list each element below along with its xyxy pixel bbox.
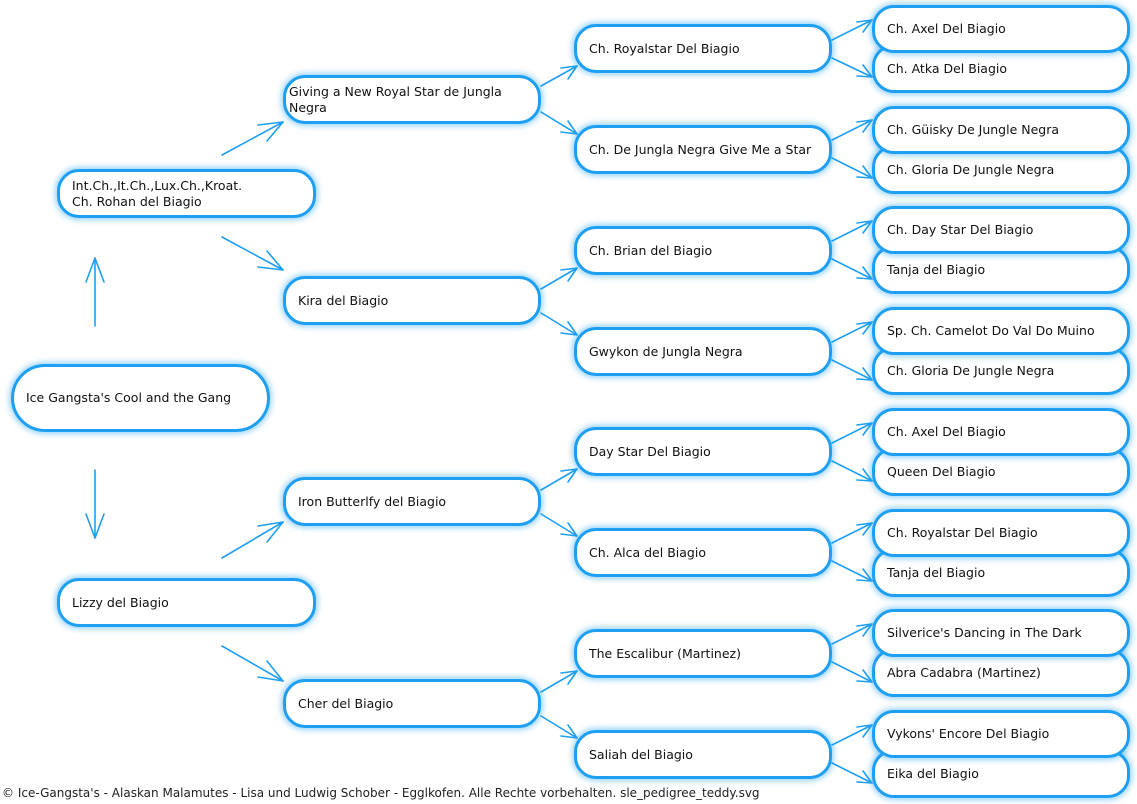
arrow-root-to-dam — [85, 469, 105, 539]
node-gen3-6: Ch. Alca del Biagio — [574, 528, 832, 577]
node-gen4-8-label: Ch. Gloria De Jungle Negra — [887, 362, 1055, 378]
node-gen4-15-label: Vykons' Encore Del Biagio — [887, 726, 1050, 741]
node-gen4-16-label: Eika del Biagio — [887, 765, 979, 781]
node-gen4-14-label: Abra Cadabra (Martinez) — [887, 664, 1041, 680]
arrows-gen3-to-gen4 — [831, 19, 873, 784]
node-dam-dam: Cher del Biagio — [283, 679, 541, 728]
node-gen3-5: Day Star Del Biagio — [574, 427, 832, 476]
node-gen3-1: Ch. Royalstar Del Biagio — [574, 24, 832, 73]
arrow-sire-to-sire-sire — [221, 121, 284, 156]
node-gen4-15: Vykons' Encore Del Biagio — [872, 710, 1130, 758]
node-sire-sire-label: Giving a New Royal Star de Jungla Negra — [289, 83, 502, 115]
node-gen4-3: Ch. Güisky De Jungle Negra — [872, 106, 1130, 154]
node-gen3-2: Ch. De Jungla Negra Give Me a Star — [574, 125, 832, 174]
node-gen4-2-label: Ch. Atka Del Biagio — [887, 60, 1008, 76]
node-gen3-3: Ch. Brian del Biagio — [574, 226, 832, 275]
node-gen3-7: The Escalibur (Martinez) — [574, 629, 832, 678]
node-gen3-5-label: Day Star Del Biagio — [589, 443, 711, 459]
node-dam: Lizzy del Biagio — [57, 578, 316, 627]
arrow-sire-to-sire-dam — [221, 236, 284, 271]
node-gen3-4-label: Gwykon de Jungla Negra — [589, 343, 743, 359]
node-sire-name: Ch. Rohan del Biagio — [72, 193, 202, 209]
node-gen4-13: Silverice's Dancing in The Dark — [872, 609, 1130, 657]
node-sire-title: Int.Ch.,It.Ch.,Lux.Ch.,Kroat. — [72, 177, 243, 193]
node-gen3-3-label: Ch. Brian del Biagio — [589, 242, 713, 258]
node-gen4-11-label: Ch. Royalstar Del Biagio — [887, 525, 1038, 540]
node-gen4-9: Ch. Axel Del Biagio — [872, 408, 1130, 456]
node-gen3-1-label: Ch. Royalstar Del Biagio — [589, 40, 740, 56]
node-gen4-1: Ch. Axel Del Biagio — [872, 5, 1130, 53]
node-gen4-1-label: Ch. Axel Del Biagio — [887, 21, 1006, 36]
node-gen4-4-label: Ch. Gloria De Jungle Negra — [887, 161, 1055, 177]
node-gen4-6-label: Tanja del Biagio — [887, 261, 986, 277]
copyright-footer: © Ice-Gangsta's - Alaskan Malamutes - Li… — [2, 786, 760, 800]
node-gen4-10-label: Queen Del Biagio — [887, 463, 996, 479]
node-gen4-7-label: Sp. Ch. Camelot Do Val Do Muino — [887, 323, 1095, 338]
node-sire-dam: Kira del Biagio — [283, 276, 541, 325]
node-gen3-8: Saliah del Biagio — [574, 730, 832, 779]
node-gen3-7-label: The Escalibur (Martinez) — [589, 645, 741, 661]
arrow-root-to-sire — [85, 257, 105, 327]
node-gen4-5: Ch. Day Star Del Biagio — [872, 206, 1130, 254]
node-dam-sire: Iron Butterlfy del Biagio — [283, 477, 541, 526]
node-gen4-12-label: Tanja del Biagio — [887, 564, 986, 580]
node-gen4-11: Ch. Royalstar Del Biagio — [872, 509, 1130, 557]
node-dam-dam-label: Cher del Biagio — [298, 695, 394, 711]
node-gen4-5-label: Ch. Day Star Del Biagio — [887, 222, 1034, 237]
node-sire-sire: Giving a New Royal Star de Jungla Negra — [283, 75, 541, 124]
node-gen3-8-label: Saliah del Biagio — [589, 746, 693, 762]
node-dog-label: Ice Gangsta's Cool and the Gang — [26, 390, 232, 405]
node-sire: Int.Ch.,It.Ch.,Lux.Ch.,Kroat. Ch. Rohan … — [57, 169, 316, 218]
node-gen4-9-label: Ch. Axel Del Biagio — [887, 424, 1006, 439]
node-dam-sire-label: Iron Butterlfy del Biagio — [298, 493, 447, 509]
node-gen3-6-label: Ch. Alca del Biagio — [589, 544, 706, 560]
node-gen4-7: Sp. Ch. Camelot Do Val Do Muino — [872, 307, 1130, 355]
node-gen4-3-label: Ch. Güisky De Jungle Negra — [887, 122, 1060, 137]
arrow-dam-to-dam-sire — [221, 521, 284, 559]
arrow-dam-to-dam-dam — [221, 645, 284, 682]
node-dog: Ice Gangsta's Cool and the Gang — [11, 364, 270, 432]
arrows-gen2-to-gen3 — [540, 65, 578, 739]
node-dam-label: Lizzy del Biagio — [72, 594, 169, 610]
node-gen3-4: Gwykon de Jungla Negra — [574, 327, 832, 376]
node-gen4-13-label: Silverice's Dancing in The Dark — [887, 625, 1082, 640]
node-gen3-2-label: Ch. De Jungla Negra Give Me a Star — [589, 141, 812, 157]
node-sire-dam-label: Kira del Biagio — [298, 292, 389, 308]
